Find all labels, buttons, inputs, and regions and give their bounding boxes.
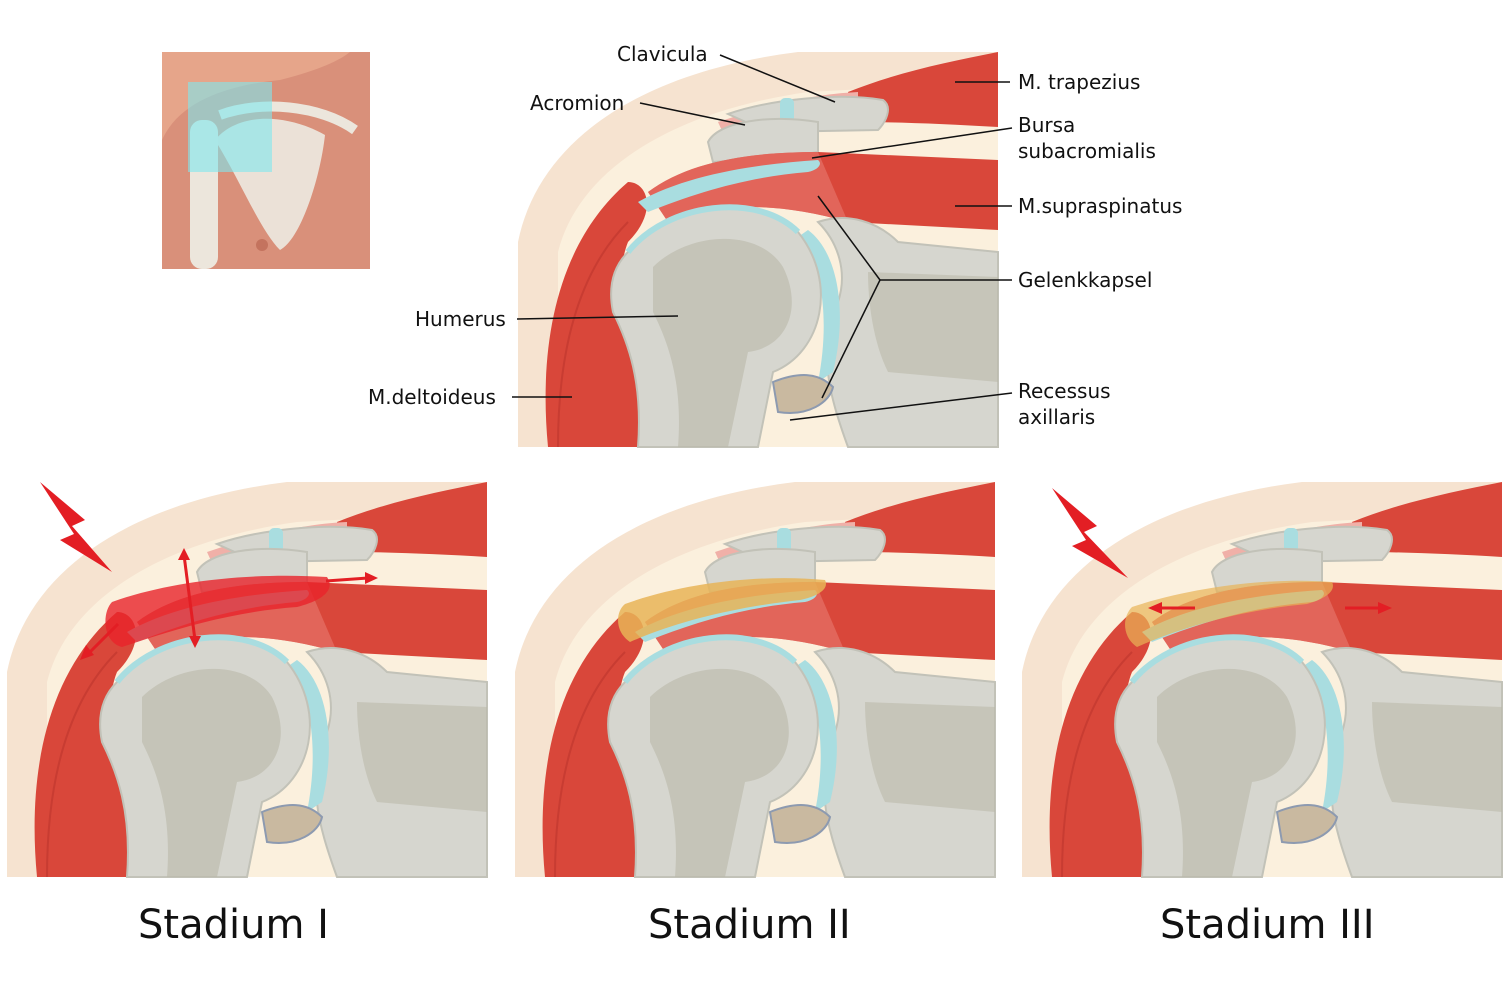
label-supraspinatus: M.supraspinatus <box>1018 194 1183 218</box>
stage-arrows <box>40 482 1392 660</box>
label-trapezius: M. trapezius <box>1018 70 1141 94</box>
torso-thumbnail <box>162 52 370 269</box>
stage-title-3: Stadium III <box>1160 902 1375 948</box>
inflamed-bursa <box>105 575 330 647</box>
stage-title-2: Stadium II <box>648 902 851 948</box>
stage-panel-1 <box>7 482 487 877</box>
label-recessus-line1: Recessus <box>1018 379 1111 403</box>
torn-tendon-region <box>1125 580 1333 647</box>
stage-panel-2 <box>515 482 995 877</box>
impact-bolt-icon <box>1052 488 1128 578</box>
stage-panel-3 <box>1022 482 1502 877</box>
label-humerus: Humerus <box>415 307 506 331</box>
label-clavicula: Clavicula <box>617 42 708 66</box>
label-acromion: Acromion <box>530 91 625 115</box>
impact-bolt-icon <box>40 482 112 572</box>
label-bursa-line2: subacromialis <box>1018 139 1156 163</box>
label-recessus-line2: axillaris <box>1018 405 1096 429</box>
leader-lines <box>512 54 1013 421</box>
fibrotic-bursa <box>618 578 826 642</box>
highlight-region <box>188 82 272 172</box>
stage-title-1: Stadium I <box>138 902 329 948</box>
label-gelenkkapsel: Gelenkkapsel <box>1018 268 1153 292</box>
label-deltoideus: M.deltoideus <box>368 385 496 409</box>
label-bursa-line1: Bursa <box>1018 113 1076 137</box>
